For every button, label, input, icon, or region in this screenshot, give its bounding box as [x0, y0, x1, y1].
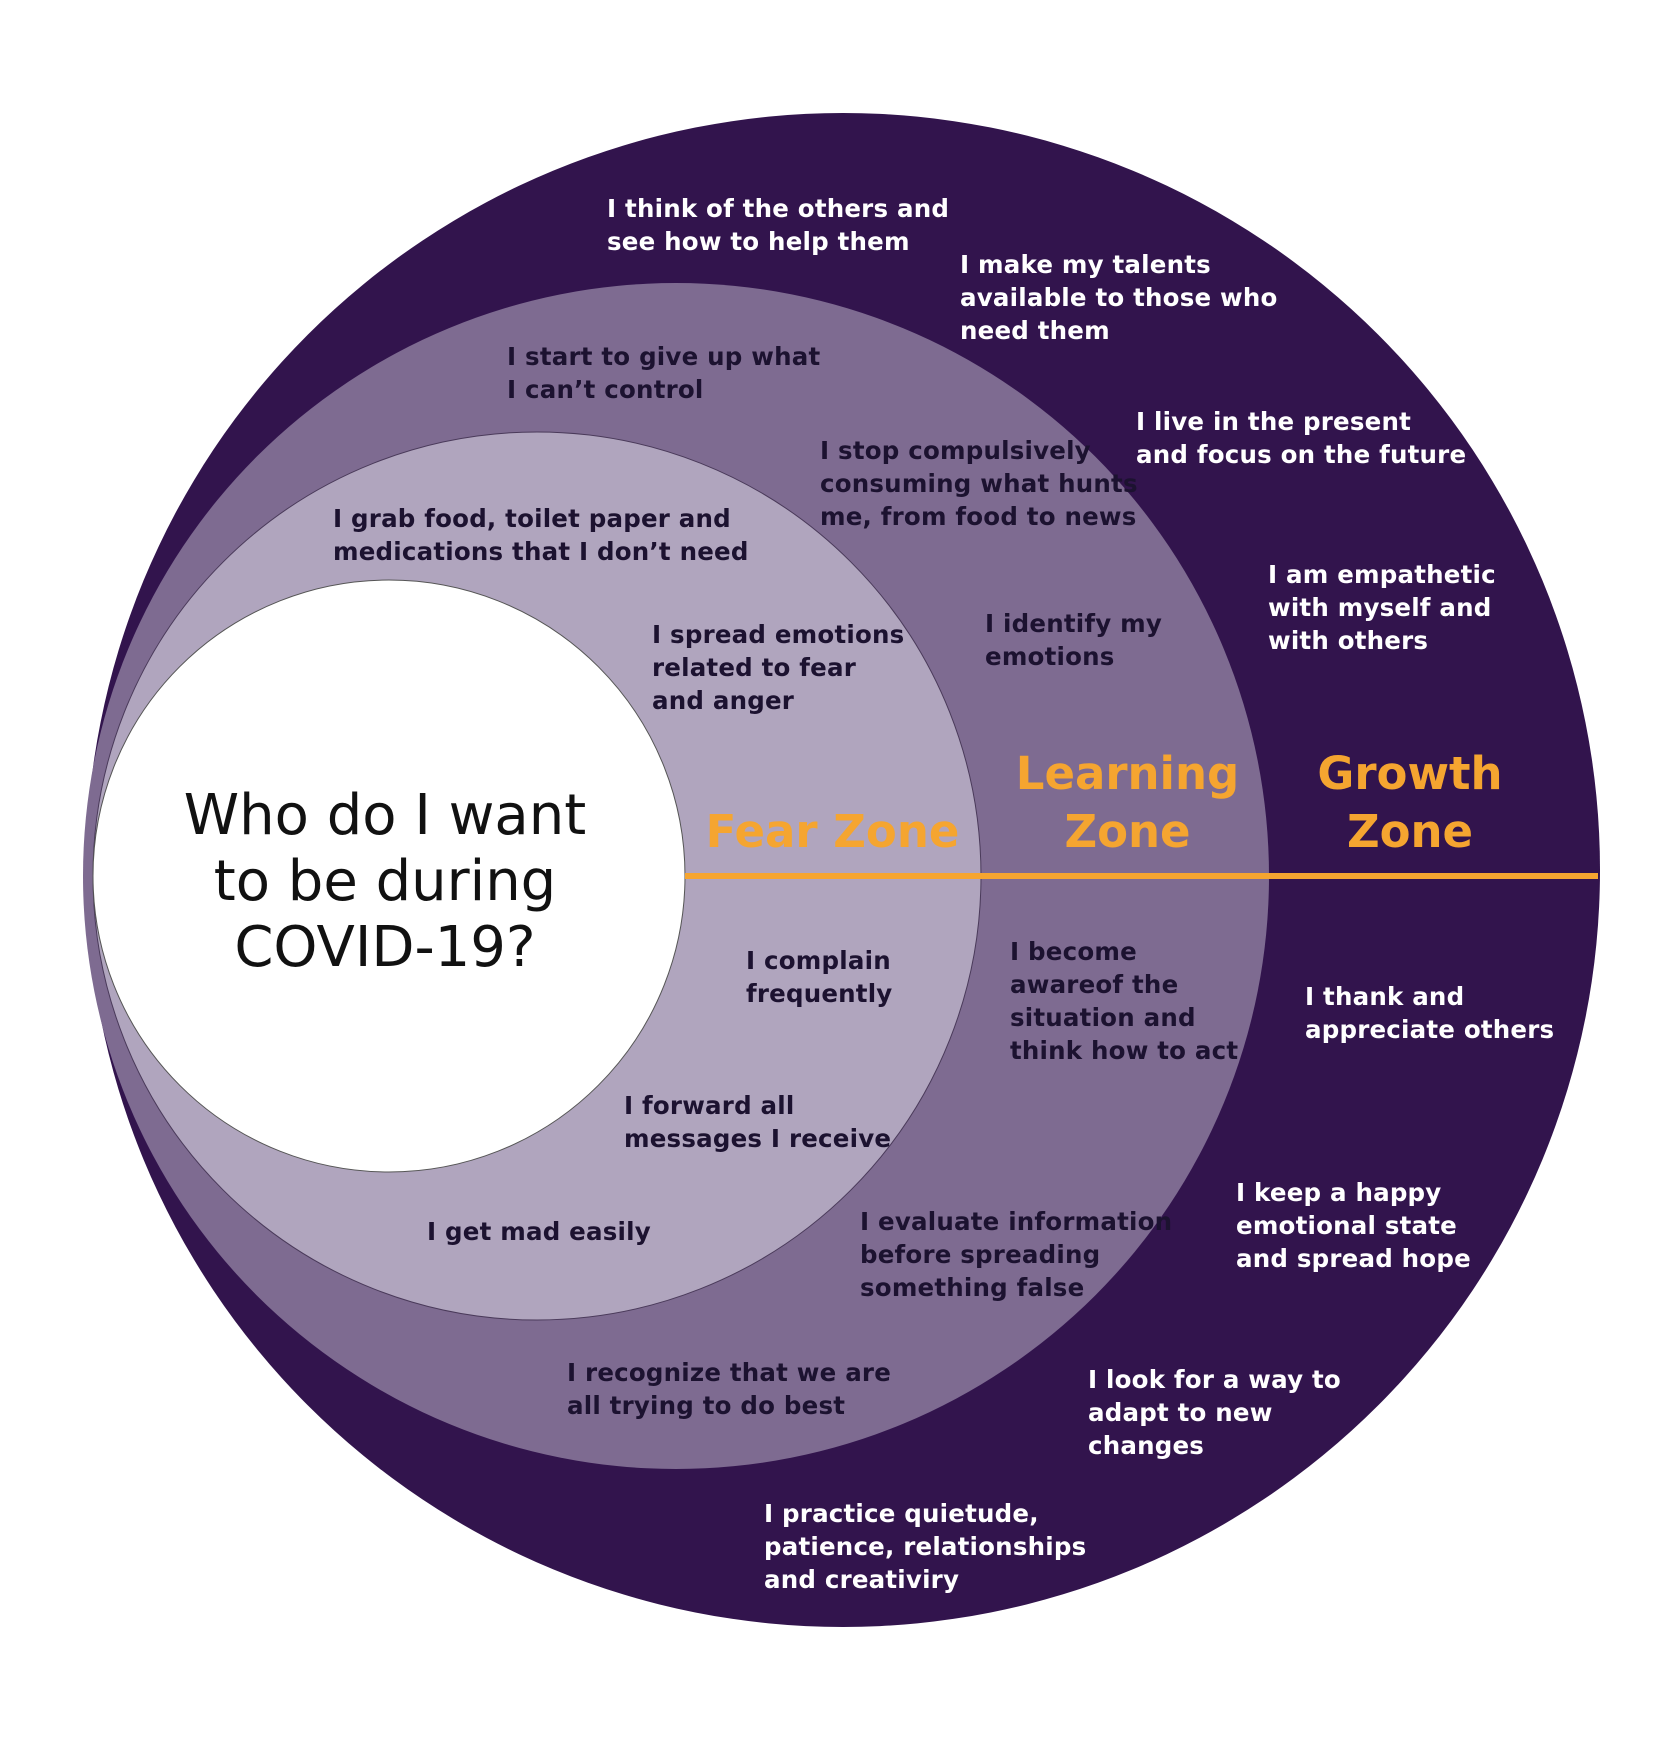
learning-zone-label: Learning Zone	[1015, 747, 1240, 858]
growth-statement: I look for a way to adapt to new changes	[1088, 1365, 1341, 1460]
fear-statement: I spread emotions related to fear and an…	[652, 620, 905, 715]
learning-statement: I identify my emotions	[985, 609, 1163, 671]
fear-statement: I complain frequently	[746, 946, 893, 1008]
learning-statement: I become awareof the situation and think…	[1010, 937, 1239, 1065]
fear-statement: I forward all messages I receive	[624, 1091, 892, 1153]
growth-statement: I keep a happy emotional state and sprea…	[1236, 1178, 1471, 1273]
growth-statement: I thank and appreciate others	[1305, 982, 1555, 1044]
growth-statement: I am empathetic with myself and with oth…	[1268, 560, 1496, 655]
fear-zone-label: Fear Zone	[705, 805, 960, 858]
learning-statement: I stop compulsively consuming what hunts…	[820, 436, 1138, 531]
learning-statement: I start to give up what I can’t control	[507, 342, 821, 404]
learning-statement: I recognize that we are all trying to do…	[567, 1358, 892, 1420]
growth-statement: I make my talents available to those who…	[960, 250, 1278, 345]
growth-zone-label: Growth Zone	[1317, 747, 1503, 858]
fear-statement: I get mad easily	[427, 1217, 651, 1246]
growth-statement: I think of the others and see how to hel…	[607, 194, 950, 256]
center-question: Who do I want to be during COVID-19?	[183, 783, 587, 980]
growth-statement: I practice quietude, patience, relations…	[764, 1499, 1087, 1594]
fear-statement: I grab food, toilet paper and medication…	[333, 504, 749, 566]
growth-statement: I live in the present and focus on the f…	[1136, 407, 1467, 469]
learning-statement: I evaluate information before spreading …	[860, 1207, 1173, 1302]
